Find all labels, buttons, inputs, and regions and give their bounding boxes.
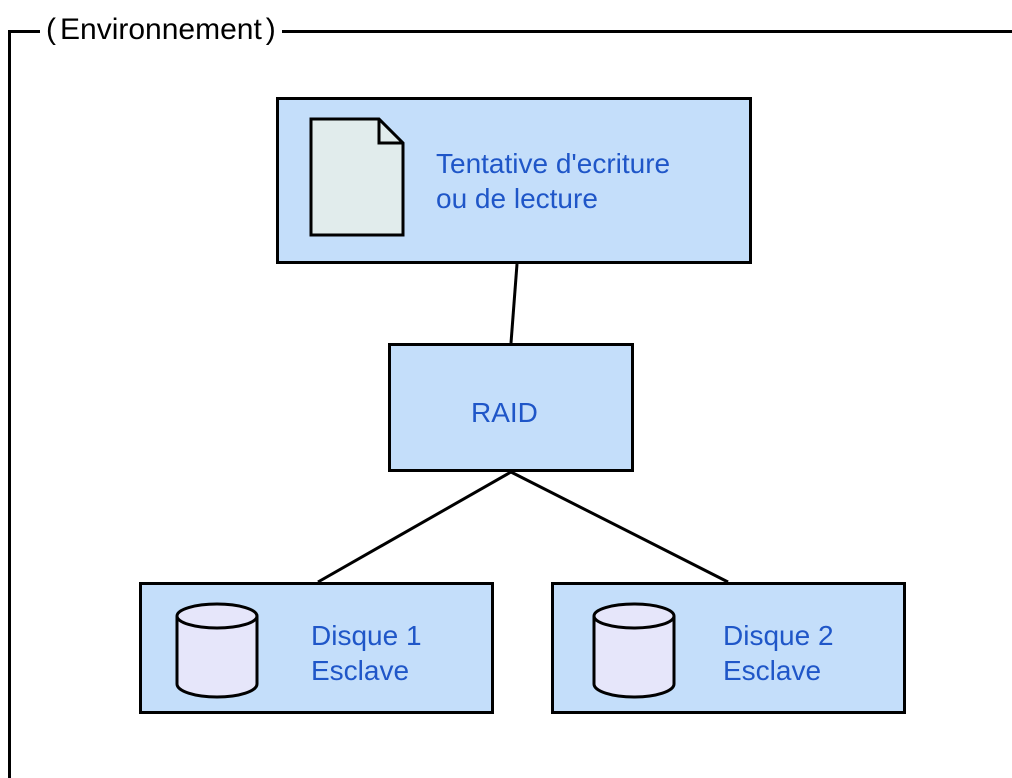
database-icon xyxy=(592,602,676,699)
connector-raid-disk2 xyxy=(510,470,729,584)
disk1-label-line1: Disque 1 xyxy=(311,620,422,651)
disk2-label: Disque 2 Esclave xyxy=(723,618,834,688)
disk2-label-line1: Disque 2 xyxy=(723,620,834,651)
disk1-label: Disque 1 Esclave xyxy=(311,618,422,688)
disk1-node[interactable]: Disque 1 Esclave xyxy=(139,582,494,714)
raid-label: RAID xyxy=(471,397,538,428)
disk2-node[interactable]: Disque 2 Esclave xyxy=(551,582,906,714)
frame-title-brace-left: ( xyxy=(46,13,56,46)
frame-title-brace-right: ) xyxy=(265,13,276,46)
database-icon xyxy=(175,602,259,699)
frame-title: ( Environnement ) xyxy=(40,10,282,50)
request-label: Tentative d'ecriture ou de lecture xyxy=(436,146,670,216)
frame-top-border xyxy=(8,30,1012,33)
raid-node[interactable]: RAID xyxy=(388,343,634,472)
frame-left-border xyxy=(8,30,11,778)
request-label-line1: Tentative d'ecriture xyxy=(436,148,671,179)
disk2-label-line2: Esclave xyxy=(723,655,822,686)
disk1-label-line2: Esclave xyxy=(311,655,410,686)
connector-raid-disk1 xyxy=(317,470,512,584)
frame-title-text: Environnement xyxy=(60,13,262,46)
request-label-line2: ou de lecture xyxy=(436,183,598,214)
document-icon xyxy=(309,117,405,237)
request-node[interactable]: Tentative d'ecriture ou de lecture xyxy=(276,97,752,264)
connector-request-raid xyxy=(509,263,519,344)
